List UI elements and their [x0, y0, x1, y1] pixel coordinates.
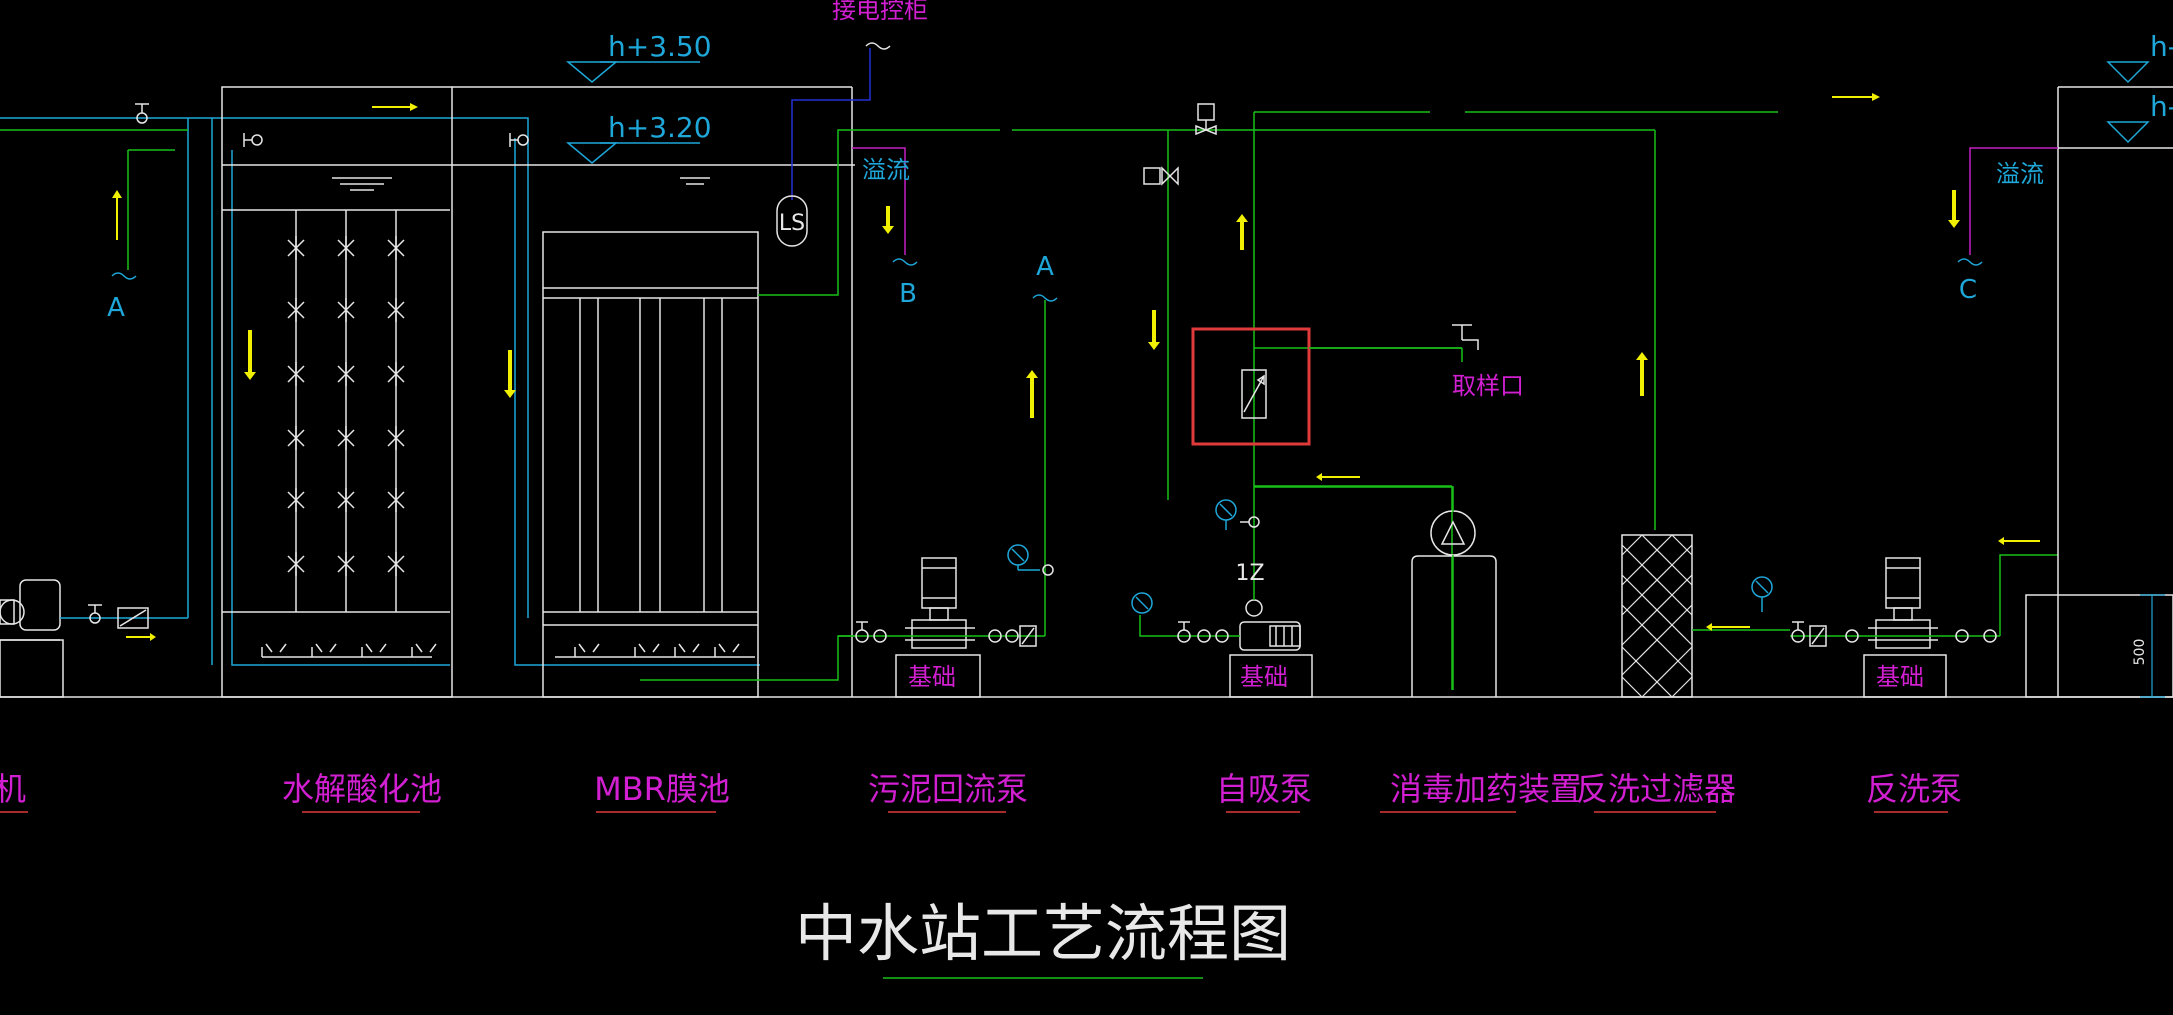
backwash-pump: 基础	[1751, 554, 2058, 698]
connector-b: B	[899, 279, 917, 309]
dimension-500	[2140, 594, 2165, 698]
foundation-label: 基础	[908, 663, 956, 691]
diagram-title: 中水站工艺流程图	[795, 897, 1291, 970]
flow-arrow	[1706, 623, 1750, 631]
mbr-tank	[452, 86, 853, 698]
gate-valve-icon	[88, 604, 102, 624]
air-pipe-network	[0, 117, 760, 666]
overflow-pipe-b	[852, 147, 906, 255]
flow-arrow	[244, 330, 256, 380]
hydrolysis-tank	[221, 86, 855, 698]
flow-arrow	[126, 633, 156, 641]
connector-c: C	[1959, 275, 1977, 305]
flow-arrow	[1832, 93, 1880, 101]
power-control-label: 接电控柜	[832, 0, 928, 24]
connector-a-left: A	[107, 293, 125, 323]
label-mbr: MBR膜池	[594, 770, 730, 808]
svg-text:LS: LS	[779, 211, 805, 236]
label-blower: 机	[0, 770, 26, 808]
level-label-right-1: h-	[2150, 30, 2173, 63]
foundation-label: 基础	[1240, 663, 1288, 691]
sludge-return-pump: 基础	[838, 300, 1054, 698]
level-marker-right	[2106, 61, 2150, 144]
overflow-label: 溢流	[862, 156, 910, 184]
flow-arrow	[1236, 214, 1248, 250]
flow-arrow	[1998, 537, 2040, 545]
level-label-high: h+3.50	[608, 30, 712, 63]
flow-arrow	[1148, 310, 1160, 350]
overflow-pipe-c	[1969, 147, 2058, 255]
aerator-icon	[287, 236, 405, 576]
flow-meter-icon	[1241, 369, 1267, 419]
level-switch: LS	[776, 48, 871, 247]
pressure-gauge-icon	[1751, 576, 1773, 612]
gate-valve-icon	[135, 103, 529, 147]
connector-a-mid: A	[1036, 252, 1054, 282]
flow-arrow	[1636, 352, 1648, 396]
overflow-right-label: 溢流	[1996, 160, 2044, 188]
pump-icon	[0, 579, 61, 641]
label-disinfection: 消毒加药装置	[1390, 770, 1582, 808]
label-sludge-pump: 污泥回流泵	[868, 770, 1028, 808]
motor-valve-icon	[1195, 103, 1217, 136]
pressure-gauge-icon	[1131, 592, 1153, 614]
flow-arrow	[504, 350, 516, 398]
backwash-filter	[1621, 534, 1693, 698]
check-valve-icon	[117, 607, 149, 629]
label-backwash-filter: 反洗过滤器	[1576, 770, 1736, 808]
pressure-gauge-icon	[1007, 544, 1040, 571]
level-label-right-2: h-	[2150, 90, 2173, 123]
valve-1z-label: 1Z	[1235, 561, 1264, 586]
pump-icon	[905, 557, 975, 649]
sampling-port-label: 取样口	[1452, 372, 1524, 400]
level-marker-high	[565, 61, 700, 83]
highlight-box	[1191, 327, 1311, 446]
sample-tap-icon	[1452, 324, 1479, 350]
flow-arrow	[372, 103, 418, 111]
pressure-gauge-icon	[1215, 499, 1237, 530]
pump-icon	[1868, 557, 1938, 649]
clear-water-tank	[2025, 86, 2173, 698]
foundation-label: 基础	[1876, 663, 1924, 691]
level-marker-low	[565, 142, 700, 164]
flow-arrow	[1026, 370, 1038, 418]
label-self-priming-pump: 自吸泵	[1216, 770, 1312, 808]
solenoid-valve-icon	[1143, 166, 1179, 186]
self-priming-pump: 基础 1Z	[1131, 480, 1313, 698]
label-backwash-pump: 反洗泵	[1866, 770, 1962, 808]
level-label-low: h+3.20	[608, 111, 712, 144]
aerator-grid	[261, 210, 437, 657]
filter-media-icon	[1621, 534, 1693, 698]
equipment-labels: 机 水解酸化池 MBR膜池 污泥回流泵 自吸泵 消毒加药装置 反洗过滤器 反洗泵	[0, 770, 1962, 813]
dimension-500-label: 500	[2132, 639, 2148, 666]
label-hydrolysis: 水解酸化池	[282, 770, 442, 808]
disinfection-dosing-unit	[1411, 510, 1497, 697]
blower-unit	[0, 579, 188, 698]
permeate-pipe	[758, 129, 1000, 296]
flow-arrow	[1316, 473, 1360, 481]
